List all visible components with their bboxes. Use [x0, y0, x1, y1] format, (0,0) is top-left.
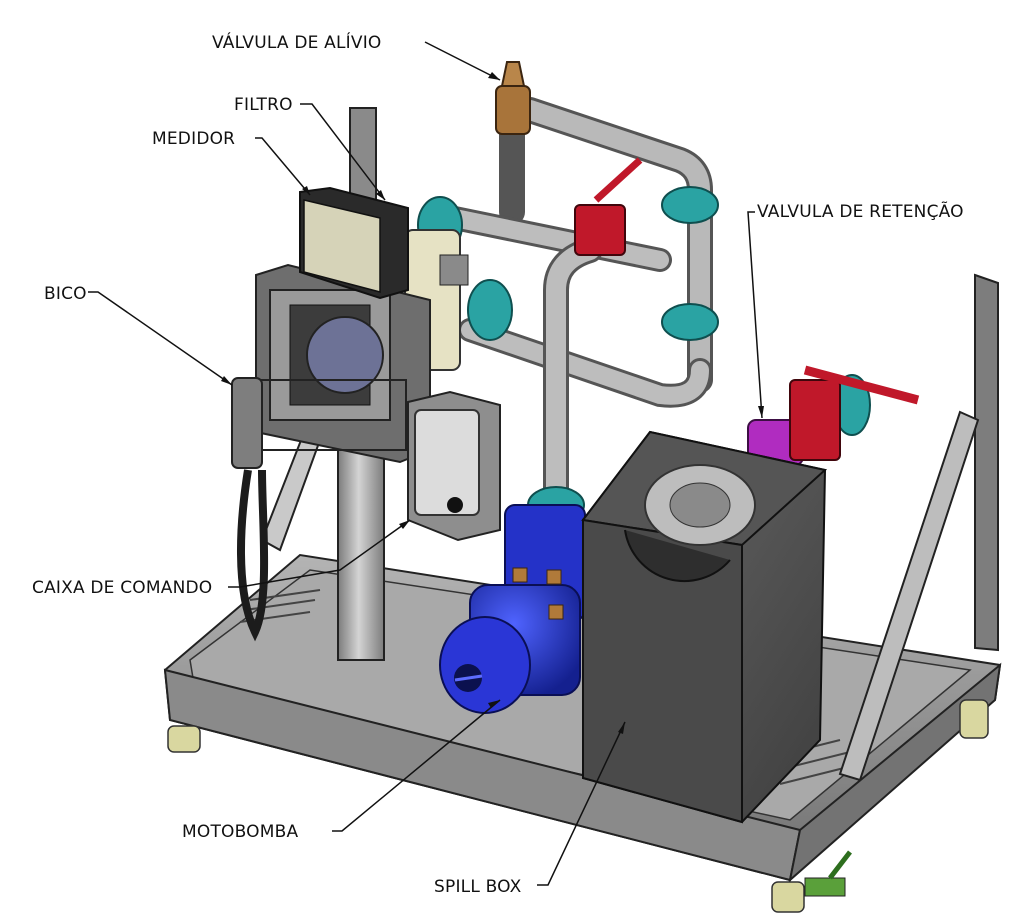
- label-filter: FILTRO: [234, 95, 293, 115]
- label-motor-pump: MOTOBOMBA: [182, 822, 299, 842]
- meter-housing: [255, 263, 431, 464]
- control-box: [407, 390, 501, 542]
- leveling-feet: [167, 699, 989, 913]
- leader-arrowheads: [221, 72, 764, 734]
- label-relief-valve: VÁLVULA DE ALÍVIO: [212, 33, 382, 53]
- relief-valve: [495, 61, 531, 135]
- nozzle: [231, 377, 269, 642]
- pump-fittings: [512, 567, 564, 620]
- meter-display: [299, 186, 409, 300]
- label-spill-box: SPILL BOX: [434, 877, 522, 897]
- leader-lines: [88, 41, 763, 886]
- left-brace: [260, 428, 322, 552]
- dispenser-column: [337, 107, 385, 661]
- label-control-box: CAIXA DE COMANDO: [32, 578, 213, 598]
- label-check-valve: VALVULA DE RETENÇÃO: [757, 202, 964, 222]
- label-meter: MEDIDOR: [152, 129, 236, 149]
- ball-valve-red: [574, 157, 643, 256]
- check-valve-assembly: [747, 365, 920, 466]
- label-nozzle: BICO: [44, 284, 87, 304]
- drain-valve: [804, 850, 852, 897]
- right-support-frame: [838, 273, 999, 782]
- spill-box: [581, 430, 828, 824]
